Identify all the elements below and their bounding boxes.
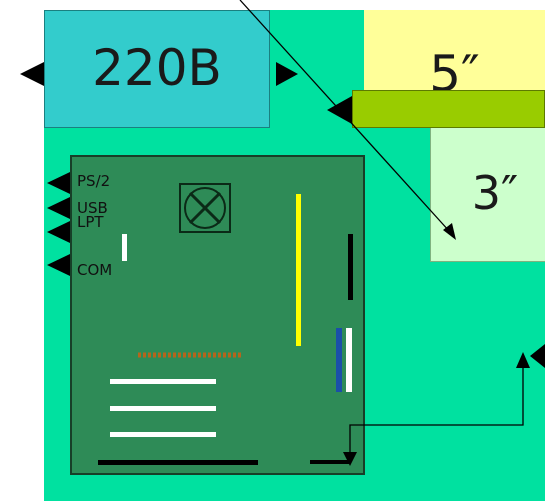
ps2-arrow-icon: [47, 172, 70, 194]
fan-icon: [179, 183, 231, 233]
expansion-slot-black: [348, 234, 353, 300]
usb-arrow-icon: [47, 197, 70, 219]
expansion-slot-yellow: [296, 194, 301, 346]
drive-bay-3-inch: [430, 128, 545, 262]
port-label-com: COM: [77, 261, 113, 279]
connection-line-cable: [349, 360, 524, 455]
expansion-slot-blue: [336, 328, 342, 392]
memory-slot-1: [110, 379, 216, 384]
psu-right-arrow-icon: [276, 62, 298, 86]
psu-left-arrow-icon: [20, 62, 44, 86]
expansion-slot-white: [346, 328, 352, 392]
drive-bay-3-label: 3″: [471, 166, 519, 220]
power-supply-label: 220B: [92, 39, 222, 97]
memory-slot-2: [110, 406, 216, 411]
cable-down-arrow-icon: [343, 452, 357, 466]
bottom-connector-long: [98, 460, 258, 465]
jumper-block: [122, 234, 127, 261]
right-edge-arrow-icon: [530, 344, 545, 368]
connection-line-diagonal: [239, 0, 451, 233]
cable-up-arrow-icon: [516, 352, 530, 368]
lpt-arrow-icon: [47, 221, 70, 243]
port-label-usb: USB: [77, 199, 108, 217]
memory-slot-3: [110, 432, 216, 437]
com-arrow-icon: [47, 254, 70, 276]
power-supply-unit: [44, 10, 270, 128]
port-label-ps2: PS/2: [77, 172, 111, 190]
bottom-connector-short: [310, 460, 350, 464]
drive-bay-5-inch: [364, 10, 545, 94]
optical-drive-5-inch: [352, 90, 545, 128]
port-label-lpt: LPT: [77, 213, 104, 231]
bay-3-arrow-icon: [443, 223, 456, 240]
